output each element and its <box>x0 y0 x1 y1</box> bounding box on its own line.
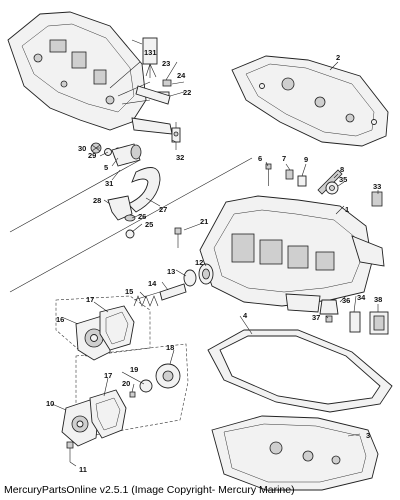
callout-1: 1 <box>345 205 349 214</box>
callout-37: 37 <box>312 313 320 322</box>
part-37-screw <box>325 315 333 323</box>
part-17-gasket-lower <box>89 389 127 439</box>
callout-10: 10 <box>46 399 54 408</box>
part-21-bolt <box>174 227 182 248</box>
part-6-screw <box>265 163 272 186</box>
callout-6: 6 <box>258 154 262 163</box>
callout-28: 28 <box>93 196 101 205</box>
callout-18: 18 <box>166 343 174 352</box>
callout-21: 21 <box>200 217 208 226</box>
callout-7: 7 <box>282 154 286 163</box>
callout-30: 30 <box>78 144 86 153</box>
callout-36: 36 <box>342 296 350 305</box>
part-2-gasket <box>231 55 389 147</box>
part-12-seal <box>198 263 214 285</box>
part-4-seal <box>207 329 393 413</box>
part-1-housing <box>199 195 385 313</box>
part-24-clip <box>162 79 172 87</box>
callout-22: 22 <box>183 88 191 97</box>
callout-34: 34 <box>357 293 366 302</box>
part-36-mount <box>319 299 339 315</box>
callout-20: 20 <box>122 379 130 388</box>
callout-23: 23 <box>162 59 170 68</box>
callout-5: 5 <box>104 163 108 172</box>
part-3-plate <box>211 415 379 491</box>
part-7-plug <box>285 169 294 180</box>
part-19-disc <box>139 379 153 393</box>
callout-14: 14 <box>148 279 157 288</box>
callout-17-lower: 17 <box>104 371 112 380</box>
callout-29: 29 <box>88 151 96 160</box>
part-33-plug <box>371 191 383 207</box>
callout-16: 16 <box>56 315 64 324</box>
adaptor-plate-inset <box>7 11 147 131</box>
callout-4: 4 <box>243 311 248 320</box>
callout-31: 31 <box>105 179 113 188</box>
callout-17-upper: 17 <box>86 295 94 304</box>
callout-13: 13 <box>167 267 175 276</box>
callout-24: 24 <box>177 71 186 80</box>
part-34-plug <box>349 311 361 333</box>
part-9-plug <box>297 175 307 187</box>
part-14-shaft <box>159 283 187 301</box>
callout-12: 12 <box>195 258 203 267</box>
part-23-tag: 131 <box>142 37 158 78</box>
part-18-diaphragm <box>155 363 181 389</box>
part-11-screw <box>66 441 74 462</box>
callout-27: 27 <box>159 205 167 214</box>
tag-label-131: 131 <box>144 48 157 57</box>
callout-26: 26 <box>138 212 146 221</box>
part-13-ring <box>183 269 197 287</box>
callout-33: 33 <box>373 182 381 191</box>
kit-box-1 <box>55 295 151 357</box>
callout-15: 15 <box>125 287 133 296</box>
part-27-hose <box>127 167 161 213</box>
part-20-pin <box>129 391 136 398</box>
callout-35: 35 <box>339 175 347 184</box>
callout-11: 11 <box>79 465 87 474</box>
callout-25: 25 <box>145 220 153 229</box>
part-17-gasket-upper <box>99 305 135 351</box>
callout-38: 38 <box>374 295 382 304</box>
callout-19: 19 <box>130 365 138 374</box>
callout-3: 3 <box>366 431 370 440</box>
kit-box-2 <box>75 343 189 437</box>
callout-leaders <box>51 39 379 467</box>
callout-9: 9 <box>304 155 308 164</box>
callout-8: 8 <box>340 165 344 174</box>
callout-2: 2 <box>336 53 340 62</box>
part-32-valve <box>171 122 181 150</box>
part-35-fitting <box>325 181 339 195</box>
callout-32: 32 <box>176 153 184 162</box>
part-31-hose-fitting <box>111 143 142 167</box>
footer-copyright: MercuryPartsOnline v2.5.1 (Image Copyrig… <box>4 484 295 496</box>
part-38-box <box>369 311 389 335</box>
callout-labels: 1 2 3 4 5 6 7 8 9 10 11 12 13 14 15 16 1… <box>46 53 382 474</box>
part-26-clamp <box>124 214 136 222</box>
part-15-spring <box>133 291 161 307</box>
